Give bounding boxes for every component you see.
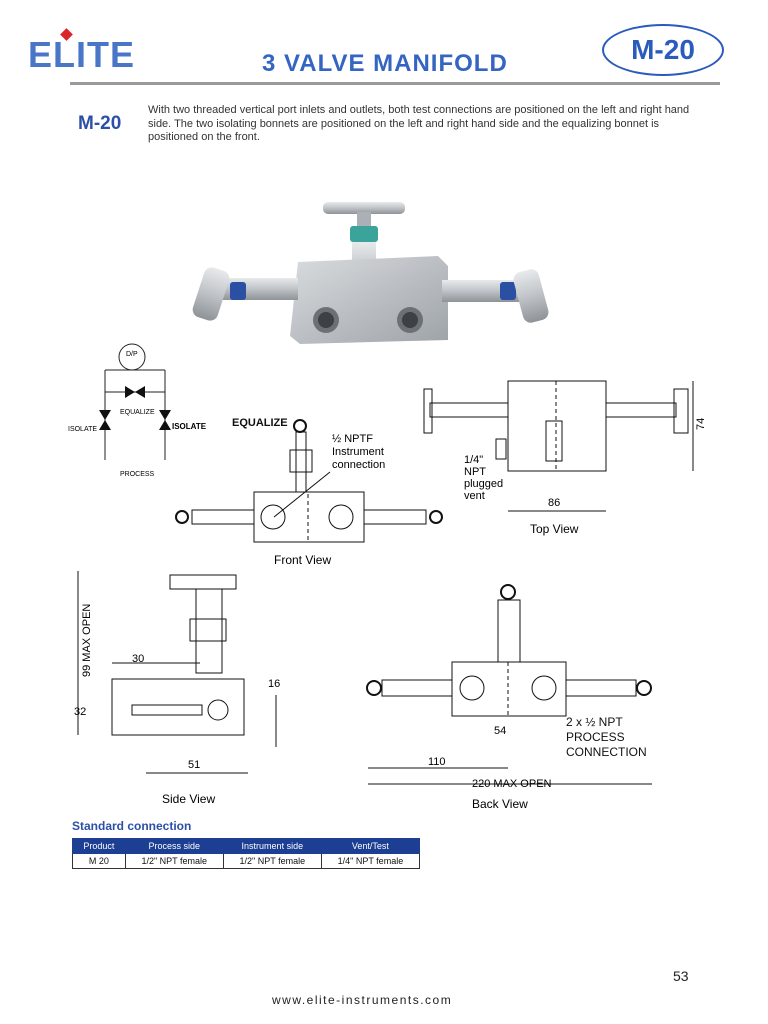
standard-connection-table: Product Process side Instrument side Ven… xyxy=(72,838,421,869)
top-dim-height: 74 xyxy=(695,418,707,430)
side-dim-16: 16 xyxy=(268,678,280,690)
flow-schematic: D/P EQUALIZE ISOLATE ISOLATE PROCESS xyxy=(68,343,207,478)
side-view-caption: Side View xyxy=(162,792,215,806)
back-dim-54: 54 xyxy=(494,725,506,737)
website-url[interactable]: www.elite-instruments.com xyxy=(272,993,453,1007)
top-view-drawing: 74 86 1/4" NPT plugged vent Top View xyxy=(423,380,707,536)
front-nptf-line1: ½ NPTF xyxy=(332,433,373,445)
side-dim-51: 51 xyxy=(188,759,200,771)
schematic-dp-label: D/P xyxy=(126,351,138,358)
schematic-isolate-left: ISOLATE xyxy=(68,426,97,433)
front-nptf-line3: connection xyxy=(332,459,385,471)
page-number: 53 xyxy=(673,968,689,984)
table-header-row: Product Process side Instrument side Ven… xyxy=(72,838,421,854)
header-divider xyxy=(70,82,720,85)
product-description: With two threaded vertical port inlets a… xyxy=(148,104,690,143)
top-vent-line1: 1/4" xyxy=(464,454,483,466)
col-instrument-side: Instrument side xyxy=(222,838,322,854)
schematic-equalize: EQUALIZE xyxy=(120,409,155,416)
cell-instrument-side: 1/2" NPT female xyxy=(222,853,322,869)
cell-product: M 20 xyxy=(72,853,126,869)
back-view-caption: Back View xyxy=(472,797,528,811)
top-vent-line4: vent xyxy=(464,490,485,502)
side-dim-32: 32 xyxy=(74,706,86,718)
schematic-process: PROCESS xyxy=(120,471,155,478)
col-process-side: Process side xyxy=(124,838,224,854)
front-equalize-label: EQUALIZE xyxy=(232,417,288,429)
elite-logo: ELITE xyxy=(28,28,138,75)
standard-connection-title: Standard connection xyxy=(72,819,192,833)
front-nptf-line2: Instrument xyxy=(332,446,384,458)
top-vent-line3: plugged xyxy=(464,478,503,490)
side-view-drawing: 99 MAX OPEN 30 32 16 51 Side View xyxy=(74,571,280,806)
model-badge: M-20 xyxy=(602,24,724,76)
cell-process-side: 1/2" NPT female xyxy=(124,853,224,869)
table-row: M 20 1/2" NPT female 1/2" NPT female 1/4… xyxy=(72,853,421,869)
page-title: 3 VALVE MANIFOLD xyxy=(262,50,508,77)
back-process-line3: CONNECTION xyxy=(566,745,647,759)
product-photo xyxy=(192,202,549,344)
back-process-line1: 2 x ½ NPT xyxy=(566,715,623,729)
side-dim-max-open: 99 MAX OPEN xyxy=(81,604,93,677)
back-process-line2: PROCESS xyxy=(566,730,625,744)
cell-vent-test: 1/4" NPT female xyxy=(320,853,421,869)
back-dim-220: 220 MAX OPEN xyxy=(472,778,552,790)
back-view-drawing: 54 2 x ½ NPT PROCESS CONNECTION 110 220 … xyxy=(366,584,652,811)
model-label: M-20 xyxy=(78,113,122,134)
front-view-drawing: EQUALIZE ½ NPTF Instrument connection Fr… xyxy=(175,417,443,567)
logo-text: ELITE xyxy=(28,34,136,75)
top-dim-width: 86 xyxy=(548,497,560,509)
front-view-caption: Front View xyxy=(274,553,331,567)
top-view-caption: Top View xyxy=(530,522,579,536)
side-dim-30: 30 xyxy=(132,653,144,665)
back-dim-110: 110 xyxy=(428,756,446,768)
col-vent-test: Vent/Test xyxy=(320,838,421,854)
col-product: Product xyxy=(72,838,126,854)
schematic-isolate-right: ISOLATE xyxy=(172,422,207,431)
top-vent-line2: NPT xyxy=(464,466,486,478)
